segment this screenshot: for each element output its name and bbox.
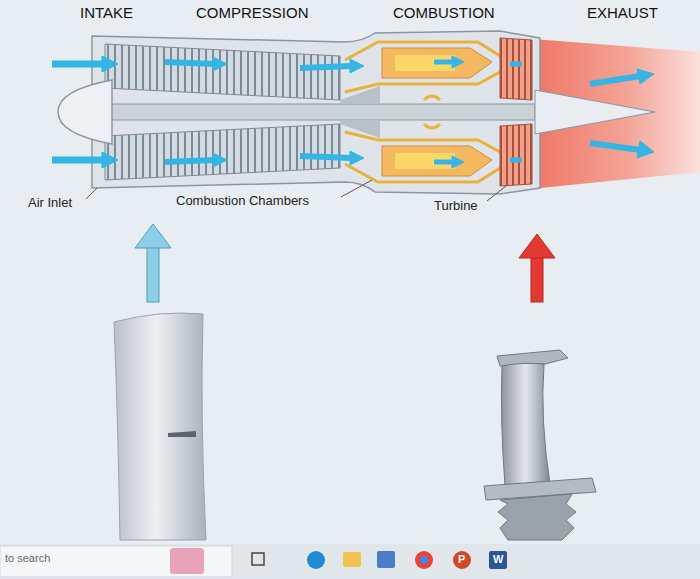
turbine-blade [484, 350, 596, 540]
combustor-liner [345, 132, 500, 182]
part-label: Turbine [434, 199, 478, 214]
exhaust-arrow [519, 234, 555, 302]
rotation-symbol [424, 96, 440, 128]
combustion-chamber [382, 146, 492, 176]
stage-label: EXHAUST [587, 4, 658, 21]
combustion-chamber [382, 48, 492, 78]
search-text: to search [5, 552, 50, 565]
nose-spinner [58, 80, 112, 144]
part-label: Combustion Chambers [176, 194, 309, 209]
airflow-arrows [52, 56, 654, 168]
compressor-blades [105, 44, 340, 100]
combustor-liner [345, 42, 500, 92]
compressor-blades [105, 124, 340, 180]
stage-label: INTAKE [80, 4, 133, 21]
flame-core [395, 55, 455, 71]
exhaust-plume [520, 38, 700, 190]
intake-arrow [135, 224, 171, 302]
flame-core [395, 153, 455, 169]
turbine-blades [500, 38, 532, 100]
engine-casing [92, 31, 540, 194]
stage-label: COMBUSTION [393, 4, 495, 21]
taskbar [0, 544, 700, 579]
app-icon-letter: W [493, 553, 503, 566]
engine-shaft [110, 104, 535, 120]
app-icon-letter: P [458, 553, 465, 566]
part-label: Air Inlet [28, 196, 72, 211]
turbine-blades [500, 124, 532, 186]
compressor-blade [114, 313, 206, 540]
stage-label: COMPRESSION [196, 4, 309, 21]
exhaust-cone [535, 90, 655, 134]
